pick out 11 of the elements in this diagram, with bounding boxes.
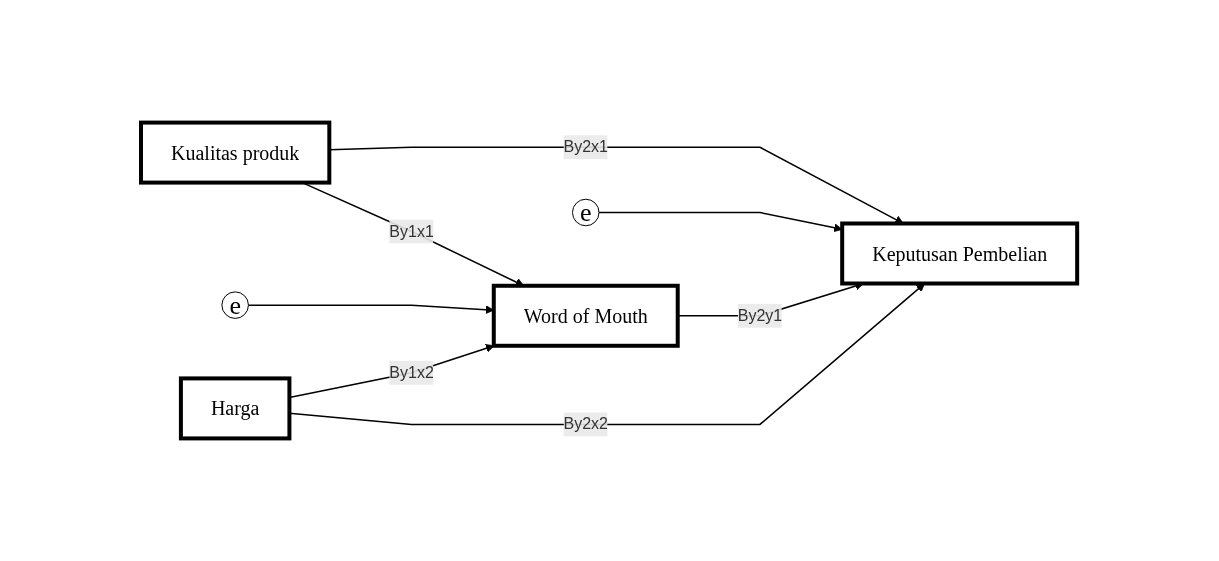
edge-label: By1x2 — [389, 363, 435, 381]
node-box: Word of Mouth — [492, 283, 681, 348]
node-circle: e — [221, 291, 250, 319]
node-circle: e — [572, 198, 600, 227]
node-box: Keputusan Pembelian — [840, 221, 1080, 286]
edge-label: By2x2 — [563, 415, 609, 433]
edge-label: By2x1 — [563, 138, 609, 156]
node-box: Harga — [179, 376, 292, 441]
edge-label: By1x1 — [389, 222, 435, 240]
node-box: Kualitas produk — [139, 120, 332, 185]
edge-label: By2y1 — [738, 306, 783, 324]
